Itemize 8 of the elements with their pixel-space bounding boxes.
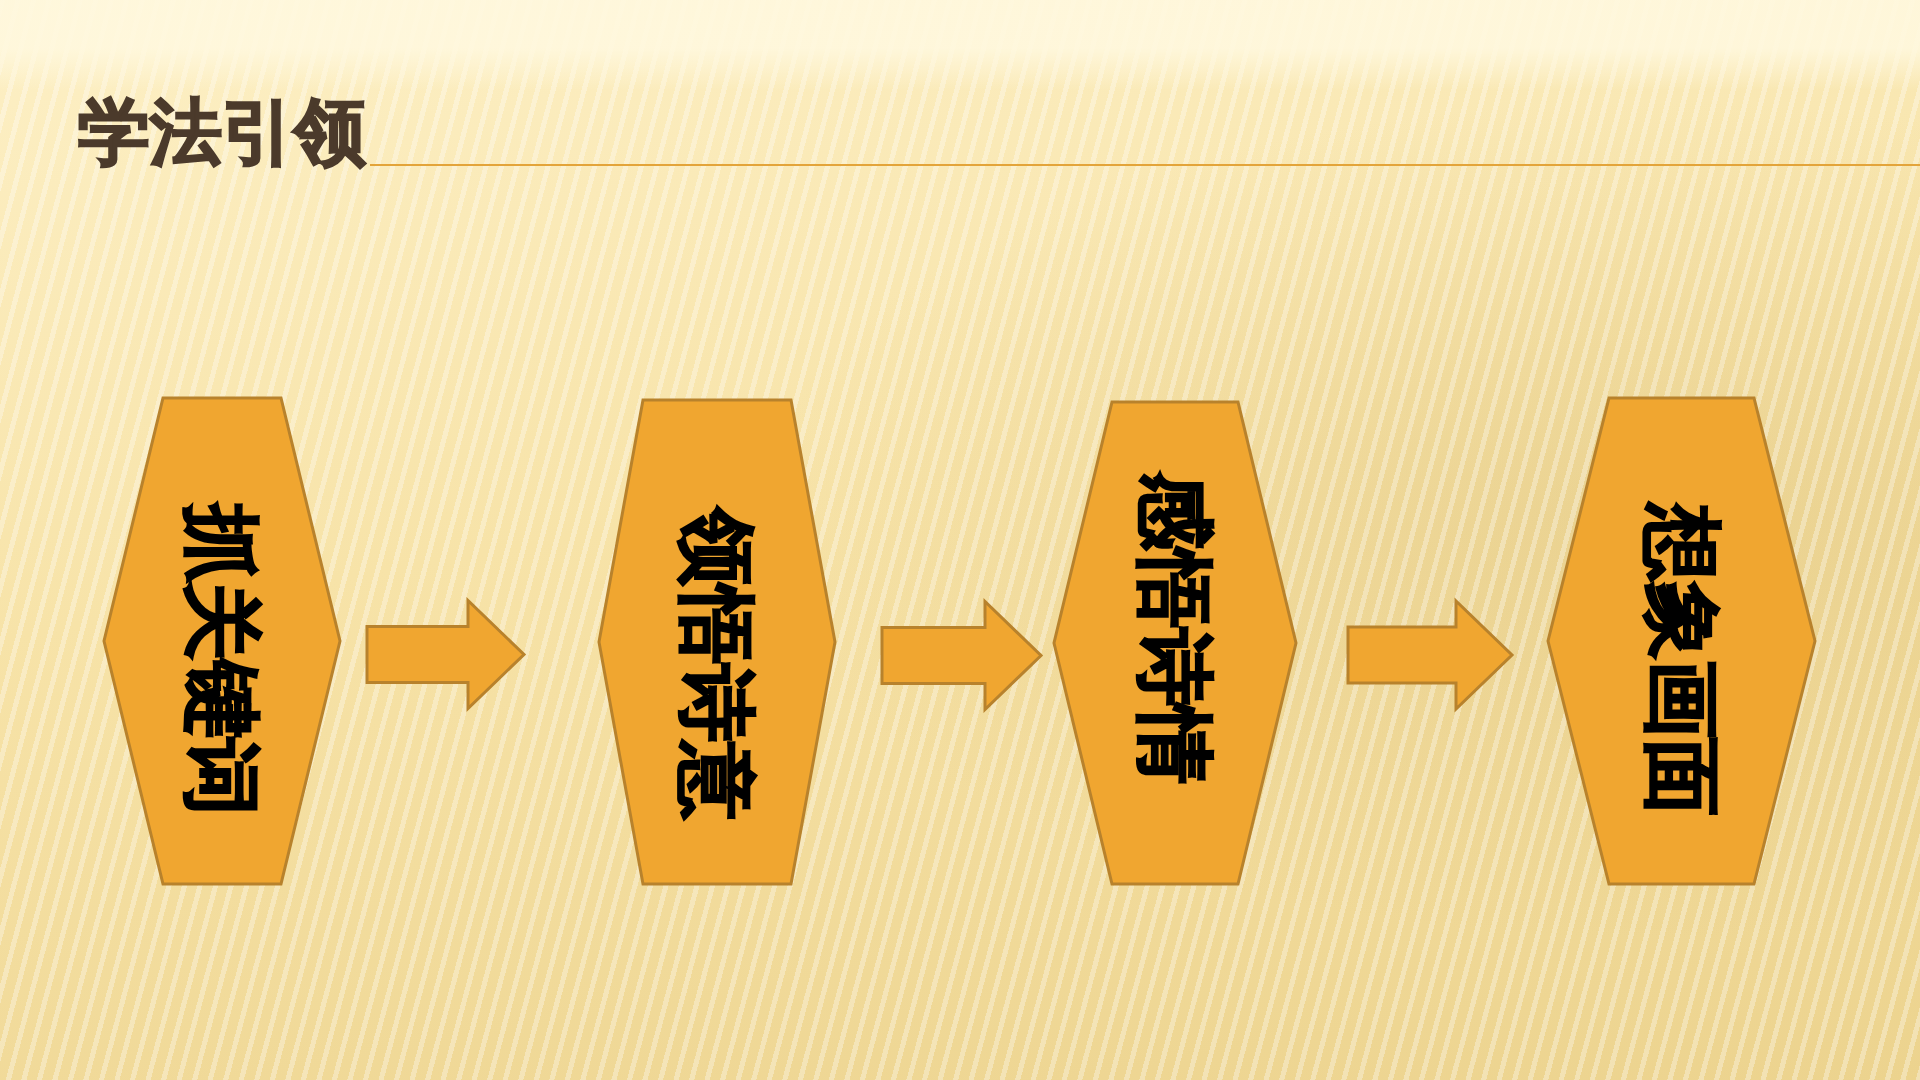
step-label: 抓关键词	[183, 504, 261, 816]
step-label: 感悟诗情	[1136, 472, 1214, 784]
step-label: 想象画面	[1642, 504, 1721, 816]
block-arrow	[1346, 597, 1515, 713]
block-arrow	[365, 596, 527, 713]
title: 学法引领	[78, 96, 366, 168]
block-arrow	[880, 597, 1044, 714]
step-label: 领悟诗意	[678, 508, 756, 820]
